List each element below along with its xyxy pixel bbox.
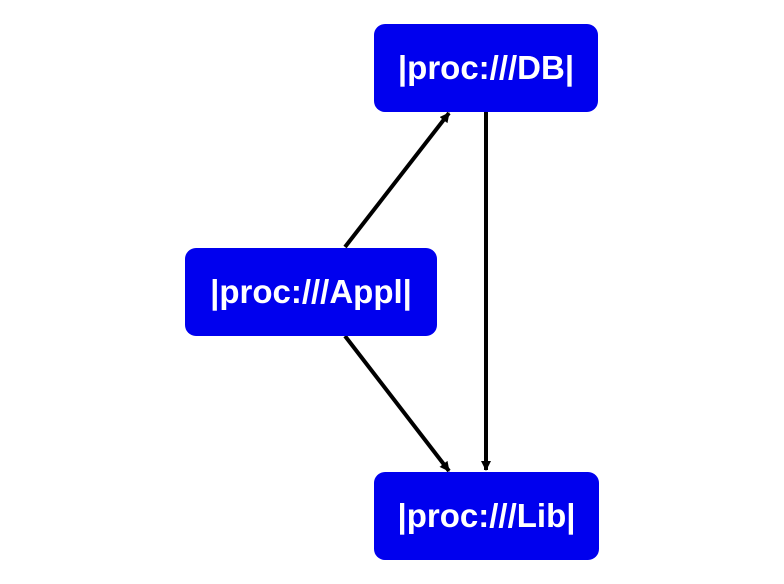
node-lib-label: |proc:///Lib| [397,497,576,534]
node-appl-label: |proc:///Appl| [210,273,412,310]
edge-app-to-lib [343,334,451,473]
node-db: |proc:///DB| [374,24,598,112]
edge-app-to-db [343,111,451,249]
node-lib: |proc:///Lib| [374,472,599,560]
node-appl: |proc:///Appl| [185,248,437,336]
node-db-label: |proc:///DB| [397,49,575,86]
